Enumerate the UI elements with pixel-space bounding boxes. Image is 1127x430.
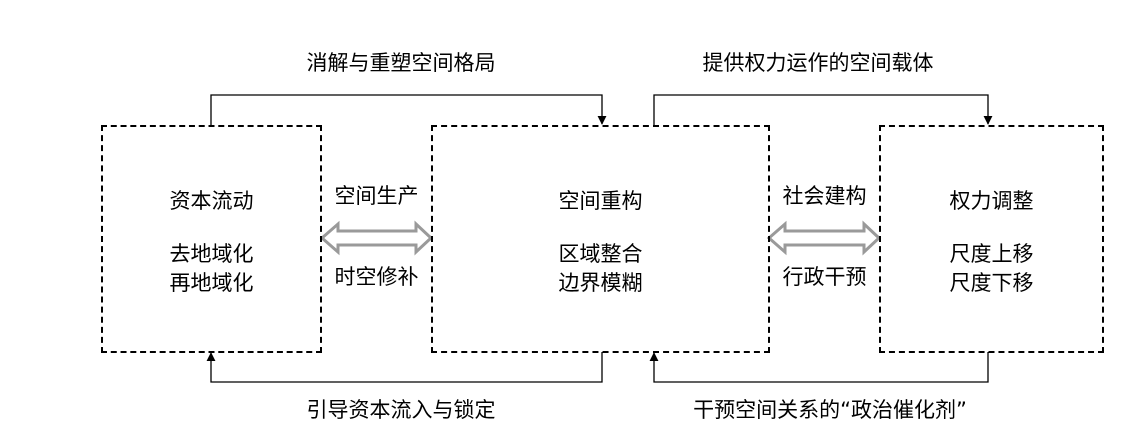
power-adjustment-line-2: 尺度下移 — [949, 271, 1034, 295]
spatial-restructuring-line-2: 边界模糊 — [558, 271, 643, 295]
bottom-left-connector — [206, 352, 603, 383]
power-adjustment-details: 尺度上移 尺度下移 — [881, 240, 1102, 298]
capital-flow-box: 资本流动 去地域化 再地域化 — [101, 125, 322, 353]
spatial-restructuring-line-1: 区域整合 — [558, 242, 643, 266]
top-right-link-label: 提供权力运作的空间载体 — [702, 51, 934, 75]
capital-flow-details: 去地域化 再地域化 — [103, 240, 320, 298]
bottom-right-link-label: 干预空间关系的“政治催化剂” — [693, 398, 967, 422]
top-left-link-label: 消解与重塑空间格局 — [306, 51, 496, 75]
power-adjustment-title: 权力调整 — [949, 189, 1034, 213]
mid-left-bottom-label: 时空修补 — [334, 265, 419, 289]
capital-flow-line-2: 再地域化 — [169, 271, 254, 295]
bottom-right-connector — [649, 352, 989, 383]
capital-flow-line-1: 去地域化 — [169, 242, 254, 266]
power-adjustment-line-1: 尺度上移 — [949, 242, 1034, 266]
right-double-arrow-icon — [766, 220, 882, 256]
capital-flow-title: 资本流动 — [169, 189, 254, 213]
mid-right-bottom-label: 行政干预 — [782, 265, 867, 289]
top-right-connector — [653, 94, 993, 125]
top-left-connector — [210, 94, 607, 125]
left-double-arrow-icon — [319, 220, 434, 256]
spatial-restructuring-details: 区域整合 边界模糊 — [433, 240, 768, 298]
mid-left-top-label: 空间生产 — [334, 184, 419, 208]
mid-right-top-label: 社会建构 — [782, 184, 867, 208]
bottom-left-link-label: 引导资本流入与锁定 — [306, 398, 496, 422]
spatial-restructuring-box: 空间重构 区域整合 边界模糊 — [431, 125, 770, 353]
power-adjustment-box: 权力调整 尺度上移 尺度下移 — [879, 125, 1104, 353]
spatial-restructuring-title: 空间重构 — [558, 189, 643, 213]
